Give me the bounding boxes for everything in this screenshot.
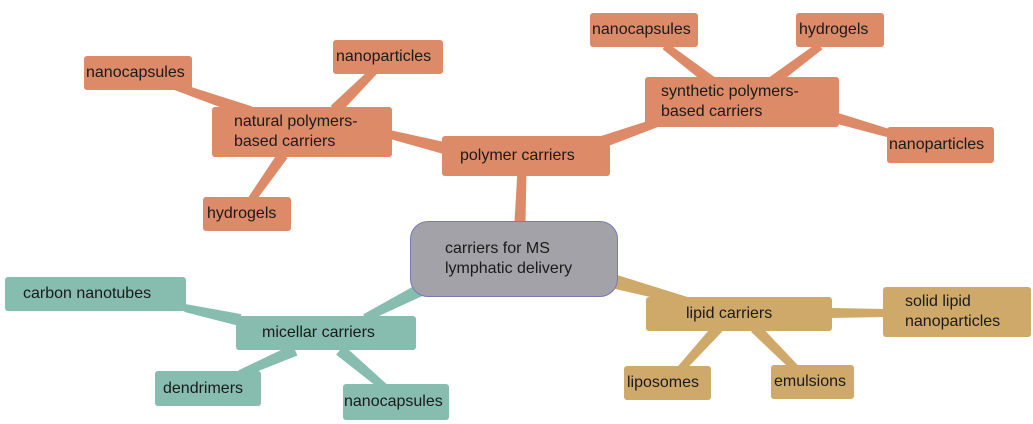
node-label: hydrogels [799, 21, 869, 38]
node-dendrimers[interactable]: dendrimers [155, 371, 261, 406]
node-liposomes[interactable]: liposomes [624, 366, 711, 400]
node-label: nanoparticles [889, 136, 985, 153]
node-synthetic-nanocapsules[interactable]: nanocapsules [590, 13, 698, 47]
node-lipid-carriers[interactable]: lipid carriers [646, 297, 832, 331]
node-micellar-nanocapsules[interactable]: nanocapsules [343, 384, 449, 420]
node-solid-lipid-nanoparticles[interactable]: solid lipid nanoparticles [883, 287, 1031, 337]
root-node[interactable]: carriers for MS lymphatic delivery [410, 221, 618, 297]
node-emulsions[interactable]: emulsions [771, 365, 854, 399]
link-natural-hydrogels [246, 151, 288, 205]
node-synthetic-nanoparticles[interactable]: nanoparticles [887, 127, 994, 163]
link-lipid-emulsions [751, 324, 798, 371]
link-synthetic-nanoparticles [834, 112, 897, 139]
link-lipid-liposomes [677, 324, 723, 373]
link-micellar-carbon [184, 304, 242, 326]
link-synthetic-hydrogels [768, 42, 823, 87]
node-label: dendrimers [163, 379, 244, 397]
node-natural-hydrogels[interactable]: hydrogels [203, 197, 291, 231]
link-natural-nanoparticles [330, 67, 378, 115]
node-micellar-carriers[interactable]: micellar carriers [236, 316, 416, 350]
node-label: micellar carriers [262, 324, 375, 341]
root-label: carriers for MS lymphatic delivery [445, 240, 573, 277]
node-polymer-carriers[interactable]: polymer carriers [442, 136, 610, 176]
node-label: nanoparticles [336, 48, 432, 65]
link-synthetic-nanocapsules [662, 42, 716, 87]
node-label: nanocapsules [592, 21, 691, 38]
node-label: hydrogels [207, 205, 277, 222]
node-label: lipid carriers [686, 305, 773, 322]
node-natural-polymers[interactable]: natural polymers- based carriers [212, 107, 392, 157]
node-label: polymer carriers [460, 147, 575, 164]
node-label: nanocapsules [344, 393, 443, 410]
node-label: solid lipid nanoparticles [905, 293, 1001, 330]
link-micellar-dendrimers [238, 344, 298, 378]
link-lipid-solid [830, 308, 886, 318]
link-root-polymer [514, 169, 527, 223]
node-label: emulsions [774, 373, 847, 390]
node-label: natural polymers- based carriers [234, 113, 358, 150]
node-natural-nanoparticles[interactable]: nanoparticles [333, 40, 443, 74]
link-polymer-natural [379, 128, 462, 159]
link-root-micellar [363, 284, 423, 322]
node-label: nanocapsules [86, 64, 185, 81]
node-label: liposomes [627, 374, 700, 391]
node-carbon-nanotubes[interactable]: carbon nanotubes [5, 277, 186, 311]
node-synthetic-hydrogels[interactable]: hydrogels [796, 13, 884, 47]
node-natural-nanocapsules[interactable]: nanocapsules [84, 56, 192, 90]
link-micellar-nanocapsules [336, 345, 388, 392]
node-label: carbon nanotubes [23, 285, 152, 302]
node-label: synthetic polymers- based carriers [661, 83, 799, 120]
node-synthetic-polymers[interactable]: synthetic polymers- based carriers [645, 77, 839, 127]
